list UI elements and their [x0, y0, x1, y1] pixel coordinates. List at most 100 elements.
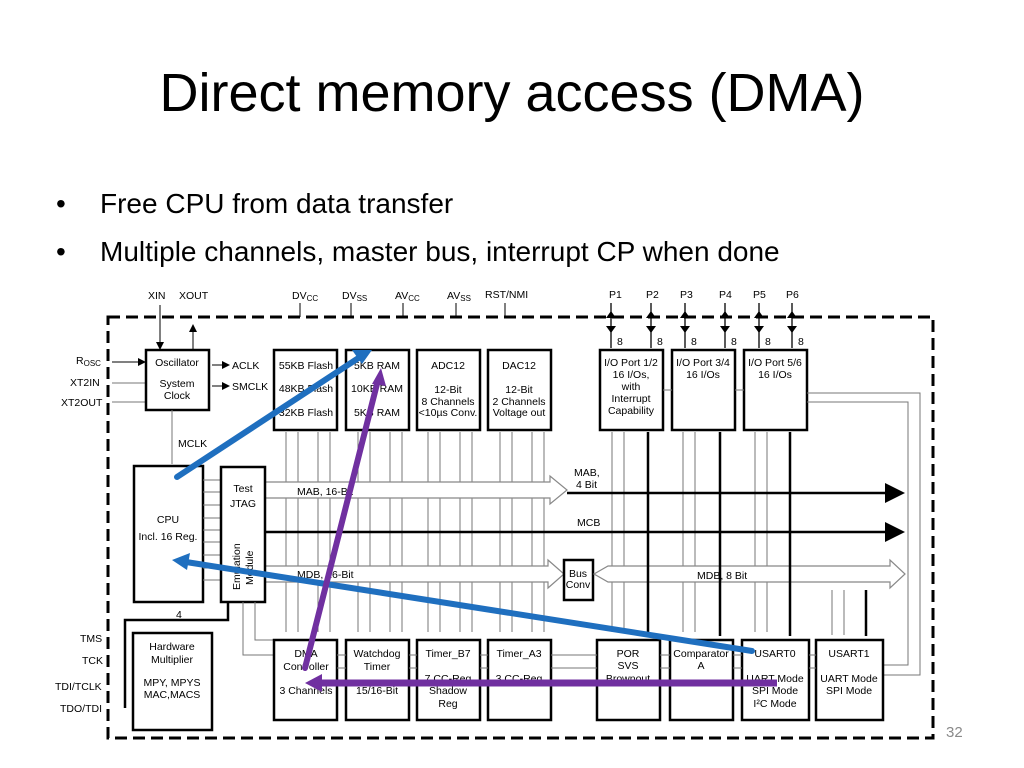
svg-text:with: with	[621, 381, 641, 393]
svg-text:3 Channels: 3 Channels	[279, 685, 332, 697]
svg-text:MCB: MCB	[577, 517, 600, 529]
bullet-icon: •	[56, 236, 66, 267]
svg-text:Emulation: Emulation	[231, 543, 243, 590]
dma-flow-arrows	[172, 350, 777, 692]
arrow-head-icon	[305, 674, 322, 692]
svg-text:DAC12: DAC12	[502, 360, 536, 372]
svg-text:MAB, 16-Bit: MAB, 16-Bit	[297, 486, 353, 498]
svg-text:USART0: USART0	[754, 648, 795, 660]
svg-text:SMCLK: SMCLK	[232, 381, 268, 393]
svg-text:I²C Mode: I²C Mode	[753, 698, 796, 710]
svg-text:MAB,: MAB,	[574, 467, 600, 479]
bus-connectors	[285, 432, 845, 635]
svg-text:USART1: USART1	[828, 648, 869, 660]
svg-text:System: System	[159, 378, 194, 390]
mdb-16-bus: MDB, 16-Bit	[264, 558, 565, 590]
svg-text:16 I/Os: 16 I/Os	[686, 369, 720, 381]
svg-text:AVSS: AVSS	[447, 290, 471, 303]
arrow-usart0-to-cpu	[183, 559, 755, 654]
svg-text:Clock: Clock	[164, 390, 191, 402]
svg-text:P1: P1	[609, 289, 622, 301]
oscillator-block: Oscillator System Clock ACLK SMCLK MCLK	[144, 348, 268, 464]
svg-text:TDI/TCLK: TDI/TCLK	[55, 681, 102, 693]
bullet-text: Multiple channels, master bus, interrupt…	[100, 236, 780, 267]
svg-text:TMS: TMS	[80, 633, 102, 645]
svg-text:MDB, 16-Bit: MDB, 16-Bit	[297, 569, 354, 581]
svg-text:MAC,MACS: MAC,MACS	[144, 689, 201, 701]
svg-text:Hardware: Hardware	[149, 641, 195, 653]
svg-text:ACLK: ACLK	[232, 360, 259, 372]
left-pins: ROSC XT2IN XT2OUT TMS TCK TDI/TCLK TDO/T…	[55, 355, 230, 715]
svg-text:Timer_B7: Timer_B7	[425, 648, 470, 660]
svg-text:Oscillator: Oscillator	[155, 357, 199, 369]
svg-text:TCK: TCK	[82, 655, 103, 667]
svg-text:XT2OUT: XT2OUT	[61, 397, 103, 409]
io-port-1-2-block: I/O Port 1/216 I/Os,withInterruptCapabil…	[598, 348, 665, 432]
svg-text:8: 8	[617, 336, 623, 348]
arrow-head-icon	[372, 368, 386, 386]
svg-text:Voltage out: Voltage out	[493, 407, 546, 419]
svg-text:P3: P3	[680, 289, 693, 301]
chip-boundary	[106, 315, 935, 740]
svg-text:POR: POR	[617, 648, 640, 660]
svg-text:MPY, MPYS: MPY, MPYS	[144, 677, 201, 689]
svg-text:8 Channels: 8 Channels	[421, 396, 474, 408]
svg-text:P6: P6	[786, 289, 799, 301]
svg-text:16 I/Os: 16 I/Os	[758, 369, 792, 381]
svg-text:ADC12: ADC12	[431, 360, 465, 372]
svg-text:XOUT: XOUT	[179, 290, 209, 302]
svg-text:4 Bit: 4 Bit	[576, 479, 597, 491]
svg-text:Module: Module	[244, 550, 256, 585]
mcb-bus: MCB	[265, 517, 905, 542]
svg-text:32KB Flash: 32KB Flash	[279, 407, 333, 419]
svg-text:P4: P4	[719, 289, 732, 301]
hardware-multiplier-block: 4 Hardware Multiplier MPY, MPYS MAC,MACS	[131, 609, 214, 732]
svg-text:12-Bit: 12-Bit	[505, 384, 533, 396]
svg-text:AVCC: AVCC	[395, 290, 420, 303]
svg-text:DVSS: DVSS	[342, 290, 367, 303]
svg-text:JTAG: JTAG	[230, 498, 256, 510]
svg-text:P5: P5	[753, 289, 766, 301]
bullet-text: Free CPU from data transfer	[100, 188, 454, 219]
svg-text:55KB Flash: 55KB Flash	[279, 360, 333, 372]
svg-text:XT2IN: XT2IN	[70, 377, 100, 389]
svg-text:DVCC: DVCC	[292, 290, 318, 303]
mab-16-bus: MAB, 16-Bit	[264, 474, 568, 506]
svg-text:Multiplier: Multiplier	[151, 654, 194, 666]
svg-text:I/O Port 5/6: I/O Port 5/6	[748, 357, 802, 369]
svg-text:4: 4	[176, 609, 182, 621]
bullet-list: • Free CPU from data transfer • Multiple c…	[56, 188, 780, 284]
svg-text:12-Bit: 12-Bit	[434, 384, 462, 396]
svg-text:8: 8	[657, 336, 663, 348]
page-number: 32	[946, 724, 963, 741]
svg-text:Comparator: Comparator	[673, 648, 729, 660]
bullet-icon: •	[56, 188, 66, 219]
arrow-cpu-to-ram	[174, 354, 363, 480]
svg-text:Shadow: Shadow	[429, 685, 467, 697]
slide-title: Direct memory access (DMA)	[159, 63, 865, 123]
svg-text:SVS: SVS	[617, 660, 638, 672]
mab-4-bus: MAB,4 Bit	[567, 467, 905, 503]
svg-text:Test: Test	[233, 483, 252, 495]
svg-text:<10µs Conv.: <10µs Conv.	[419, 407, 478, 419]
cpu-block: CPU Incl. 16 Reg.	[132, 464, 221, 604]
arrow-head-icon	[352, 350, 372, 364]
svg-text:Incl. 16 Reg.: Incl. 16 Reg.	[139, 531, 198, 543]
svg-text:8: 8	[798, 336, 804, 348]
svg-text:Reg: Reg	[438, 698, 457, 710]
io-port-3-4-block: I/O Port 3/416 I/Os	[670, 348, 737, 432]
svg-text:UART Mode: UART Mode	[820, 673, 878, 685]
svg-text:Bus: Bus	[569, 568, 587, 580]
svg-text:I/O Port 3/4: I/O Port 3/4	[676, 357, 730, 369]
svg-text:Capability: Capability	[608, 405, 655, 417]
svg-text:I/O Port 1/2: I/O Port 1/2	[604, 357, 658, 369]
svg-text:SPI Mode: SPI Mode	[752, 685, 798, 697]
svg-text:Timer_A3: Timer_A3	[496, 648, 541, 660]
mdb-8-bus: MDB, 8 Bit	[592, 558, 906, 590]
svg-text:15/16-Bit: 15/16-Bit	[356, 685, 398, 697]
